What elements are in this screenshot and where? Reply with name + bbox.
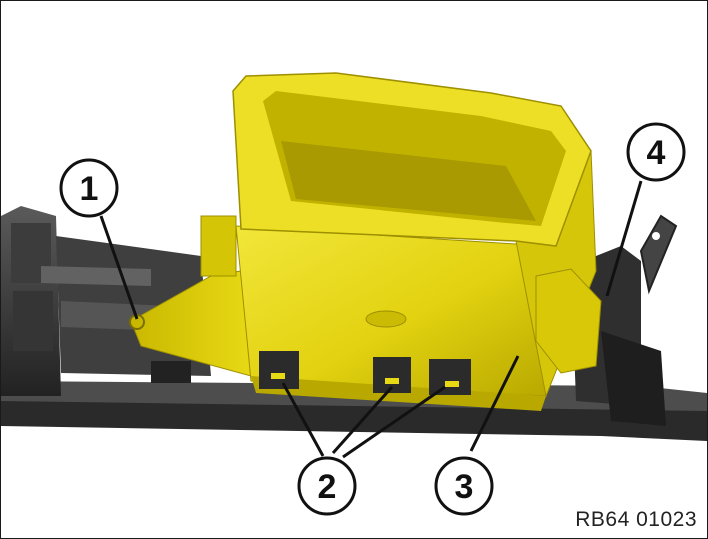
highlighted-component bbox=[129, 72, 602, 411]
leader-line-3 bbox=[469, 355, 520, 452]
callout-2-label: 2 bbox=[318, 468, 337, 506]
callout-2: 2 bbox=[297, 456, 357, 516]
callout-3-label: 3 bbox=[455, 468, 474, 506]
leader-lines bbox=[99, 180, 643, 459]
leader-line-2b bbox=[331, 386, 394, 454]
callout-4: 4 bbox=[626, 122, 686, 182]
leader-line-2a bbox=[281, 382, 325, 457]
callout-1-label: 1 bbox=[80, 170, 99, 208]
callout-3: 3 bbox=[434, 456, 494, 516]
leader-line-2c bbox=[342, 385, 446, 459]
callout-1: 1 bbox=[59, 158, 119, 218]
leader-line-1 bbox=[99, 215, 139, 320]
reference-code: RB64 01023 bbox=[575, 508, 697, 531]
leader-line-4 bbox=[605, 180, 643, 297]
callout-4-label: 4 bbox=[647, 134, 666, 172]
